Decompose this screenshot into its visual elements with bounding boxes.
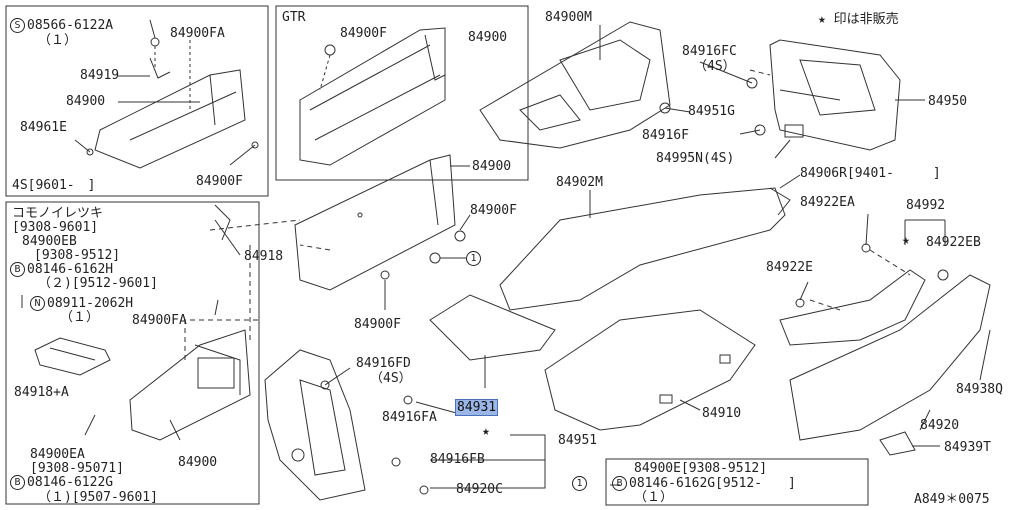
part-84939t[interactable]: 84939T bbox=[944, 440, 991, 455]
part-84900fa-left[interactable]: 84900FA bbox=[132, 313, 187, 328]
tray-84918a bbox=[34, 337, 111, 376]
b-circle-symbol: B bbox=[10, 262, 25, 277]
part-84919[interactable]: 84919 bbox=[80, 68, 120, 83]
part-84931-highlighted[interactable]: 84931 bbox=[454, 399, 499, 416]
part-84900f-low[interactable]: 84900F bbox=[354, 317, 401, 332]
inset-frame-left bbox=[5, 201, 260, 505]
part-84900f-inset[interactable]: 84900F bbox=[196, 174, 243, 189]
inset-frame-gtr bbox=[275, 5, 529, 181]
s-circle-symbol: S bbox=[10, 18, 25, 33]
left-inset-date: [9308-9601] bbox=[12, 220, 99, 235]
part-84916fd[interactable]: 84916FD bbox=[356, 356, 411, 371]
part-b2-qty: （１)[9507-9601] bbox=[38, 490, 158, 505]
part-84900ea-date: [9308-95071] bbox=[30, 461, 124, 476]
part-84900-left[interactable]: 84900 bbox=[178, 455, 218, 470]
n-circle-symbol: N bbox=[30, 296, 45, 311]
part-84900eb[interactable]: 84900EB bbox=[22, 234, 77, 249]
part-84918[interactable]: 84918 bbox=[244, 249, 284, 264]
part-84950[interactable]: 84950 bbox=[928, 94, 968, 109]
bracket-84939t bbox=[879, 431, 916, 456]
part-84922eb[interactable]: 84922EB bbox=[926, 235, 981, 250]
leader-dashed-84918 bbox=[209, 219, 301, 231]
part-84900eb-date: [9308-9512] bbox=[34, 248, 121, 263]
b-circle-callout-symbol: B bbox=[612, 476, 627, 491]
part-84922ea[interactable]: 84922EA bbox=[800, 195, 855, 210]
part-84916f[interactable]: 84916F bbox=[642, 128, 689, 143]
callout-frame-1 bbox=[605, 458, 869, 506]
part-84922e[interactable]: 84922E bbox=[766, 260, 813, 275]
part-84916fb[interactable]: 84916FB bbox=[430, 452, 485, 467]
ref-circle-1-callout[interactable]: 1 bbox=[572, 476, 589, 491]
part-84920c[interactable]: 84920C bbox=[456, 482, 503, 497]
gtr-heading: GTR bbox=[282, 10, 306, 25]
gtr-side-trim bbox=[299, 27, 446, 166]
part-84916fa[interactable]: 84916FA bbox=[382, 410, 437, 425]
part-84900fa-inset[interactable]: 84900FA bbox=[170, 26, 225, 41]
part-84900-gtr[interactable]: 84900 bbox=[468, 30, 508, 45]
part-84918a[interactable]: 84918+A bbox=[14, 385, 69, 400]
part-84902m[interactable]: 84902M bbox=[556, 175, 603, 190]
part-84900m[interactable]: 84900M bbox=[545, 10, 592, 25]
part-84910[interactable]: 84910 bbox=[702, 406, 742, 421]
part-84900ea[interactable]: 84900EA bbox=[30, 447, 85, 462]
inset-date-4s: 4S[9601- ] bbox=[12, 178, 96, 193]
wheelhouse-trim bbox=[264, 349, 366, 501]
star-symbol-84992: ★ bbox=[902, 233, 910, 248]
part-84995n[interactable]: 84995N(4S) bbox=[656, 151, 735, 166]
part-84916fc[interactable]: 84916FC bbox=[682, 44, 737, 59]
part-b-qty: （２)[9512-9601] bbox=[38, 276, 158, 291]
diagram-code: A849＊0075 bbox=[914, 492, 990, 507]
inset-frame-top-left bbox=[5, 5, 269, 197]
side-trim-84920 bbox=[789, 274, 991, 441]
part-84938q[interactable]: 84938Q bbox=[956, 382, 1003, 397]
circle-1-callout-symbol: 1 bbox=[572, 476, 587, 491]
part-qty-s: （１） bbox=[38, 33, 78, 48]
left-inset-heading: コモノイレツキ bbox=[12, 206, 104, 221]
callout-84900e[interactable]: 84900E[9308-9512] bbox=[634, 461, 768, 476]
ref-circle-1-mid[interactable]: 1 bbox=[466, 251, 483, 266]
carpet-edge bbox=[769, 187, 791, 216]
part-84920[interactable]: 84920 bbox=[920, 418, 960, 433]
trim-84900-left-inset bbox=[129, 329, 251, 441]
part-84900f-gtr[interactable]: 84900F bbox=[340, 26, 387, 41]
part-qty-4s-a: （4S） bbox=[694, 59, 736, 74]
boot-floor-panel bbox=[479, 21, 671, 149]
b-circle-symbol-2: B bbox=[10, 475, 25, 490]
rear-panel-84900 bbox=[294, 154, 456, 291]
legend-note: ★ 印は非販売 bbox=[818, 12, 899, 27]
circle-1-symbol: 1 bbox=[466, 251, 481, 266]
side-trim-84992 bbox=[779, 269, 926, 346]
part-qty-4s-b: （4S） bbox=[370, 371, 412, 386]
duct-part-top-left bbox=[86, 37, 259, 169]
part-84900f-mid[interactable]: 84900F bbox=[470, 203, 517, 218]
part-84900-inset[interactable]: 84900 bbox=[66, 94, 106, 109]
floor-carpet-84902m bbox=[499, 187, 786, 311]
callout-qty: （１） bbox=[634, 490, 674, 505]
part-84906r[interactable]: 84906R[9401- ] bbox=[800, 166, 941, 181]
star-symbol-84951: ★ bbox=[482, 424, 490, 439]
part-84961e[interactable]: 84961E bbox=[20, 120, 67, 135]
part-84900-mid[interactable]: 84900 bbox=[472, 159, 512, 174]
part-84992[interactable]: 84992 bbox=[906, 198, 946, 213]
panel-84910 bbox=[544, 309, 756, 431]
part-84951g[interactable]: 84951G bbox=[688, 104, 735, 119]
mat-84931 bbox=[429, 294, 556, 361]
part-n-qty: （１） bbox=[60, 310, 100, 325]
side-trim-84950 bbox=[769, 39, 901, 151]
part-84951[interactable]: 84951 bbox=[558, 433, 598, 448]
